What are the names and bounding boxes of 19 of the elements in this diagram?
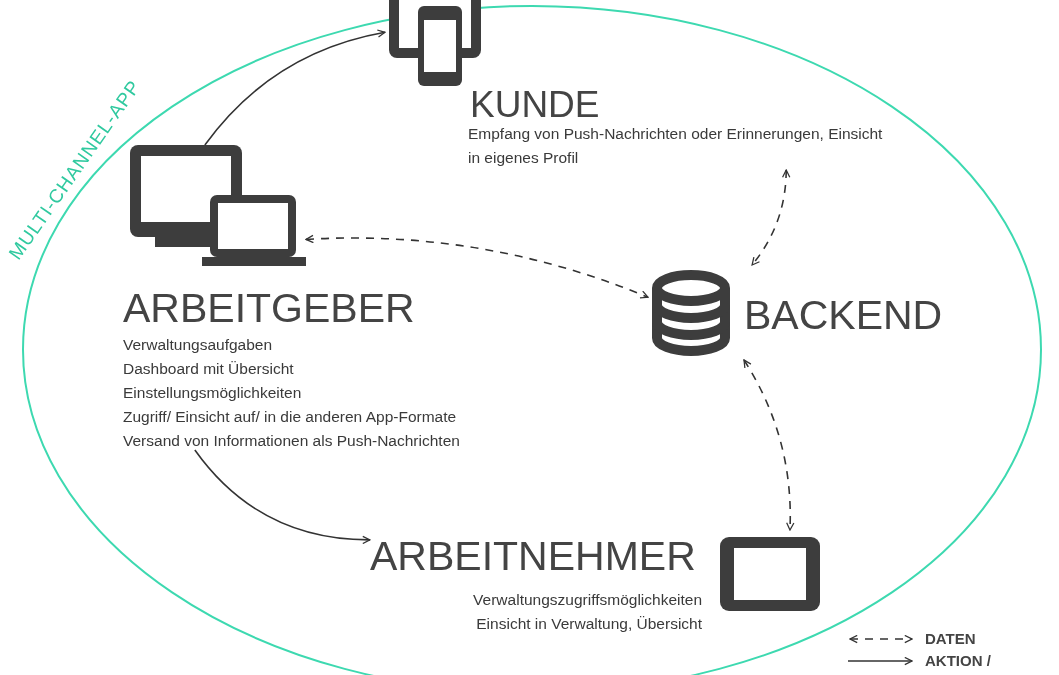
arrow (194, 449, 371, 544)
description-text: Zugriff/ Einsicht auf/ in die anderen App-Formate (123, 407, 457, 427)
legend-label: AKTION / (925, 652, 991, 669)
description-text: Verwaltungsaufgaben (123, 335, 273, 355)
arrow (751, 169, 791, 266)
description-text: Einsicht in Verwaltung, Übersicht (476, 614, 702, 634)
arrow (204, 29, 386, 146)
node-title: ARBEITNEHMER (370, 533, 696, 580)
description-text: Verwaltungszugriffsmöglichkeiten (473, 590, 702, 610)
description-text: Dashboard mit Übersicht (123, 359, 294, 379)
legend-label: DATEN (925, 630, 976, 647)
description-text: Versand von Informationen als Push-Nachrichten (123, 431, 460, 451)
node-title: KUNDE (470, 84, 600, 126)
node-title: ARBEITGEBER (123, 285, 415, 332)
arrow (305, 234, 649, 299)
description-text: Empfang von Push-Nachrichten oder Erinnerungen, Einsicht in eigenes Profil (468, 124, 884, 168)
arrow (743, 359, 795, 531)
description-text: Einstellungsmöglichkeiten (123, 383, 302, 403)
node-title: BACKEND (744, 292, 943, 339)
